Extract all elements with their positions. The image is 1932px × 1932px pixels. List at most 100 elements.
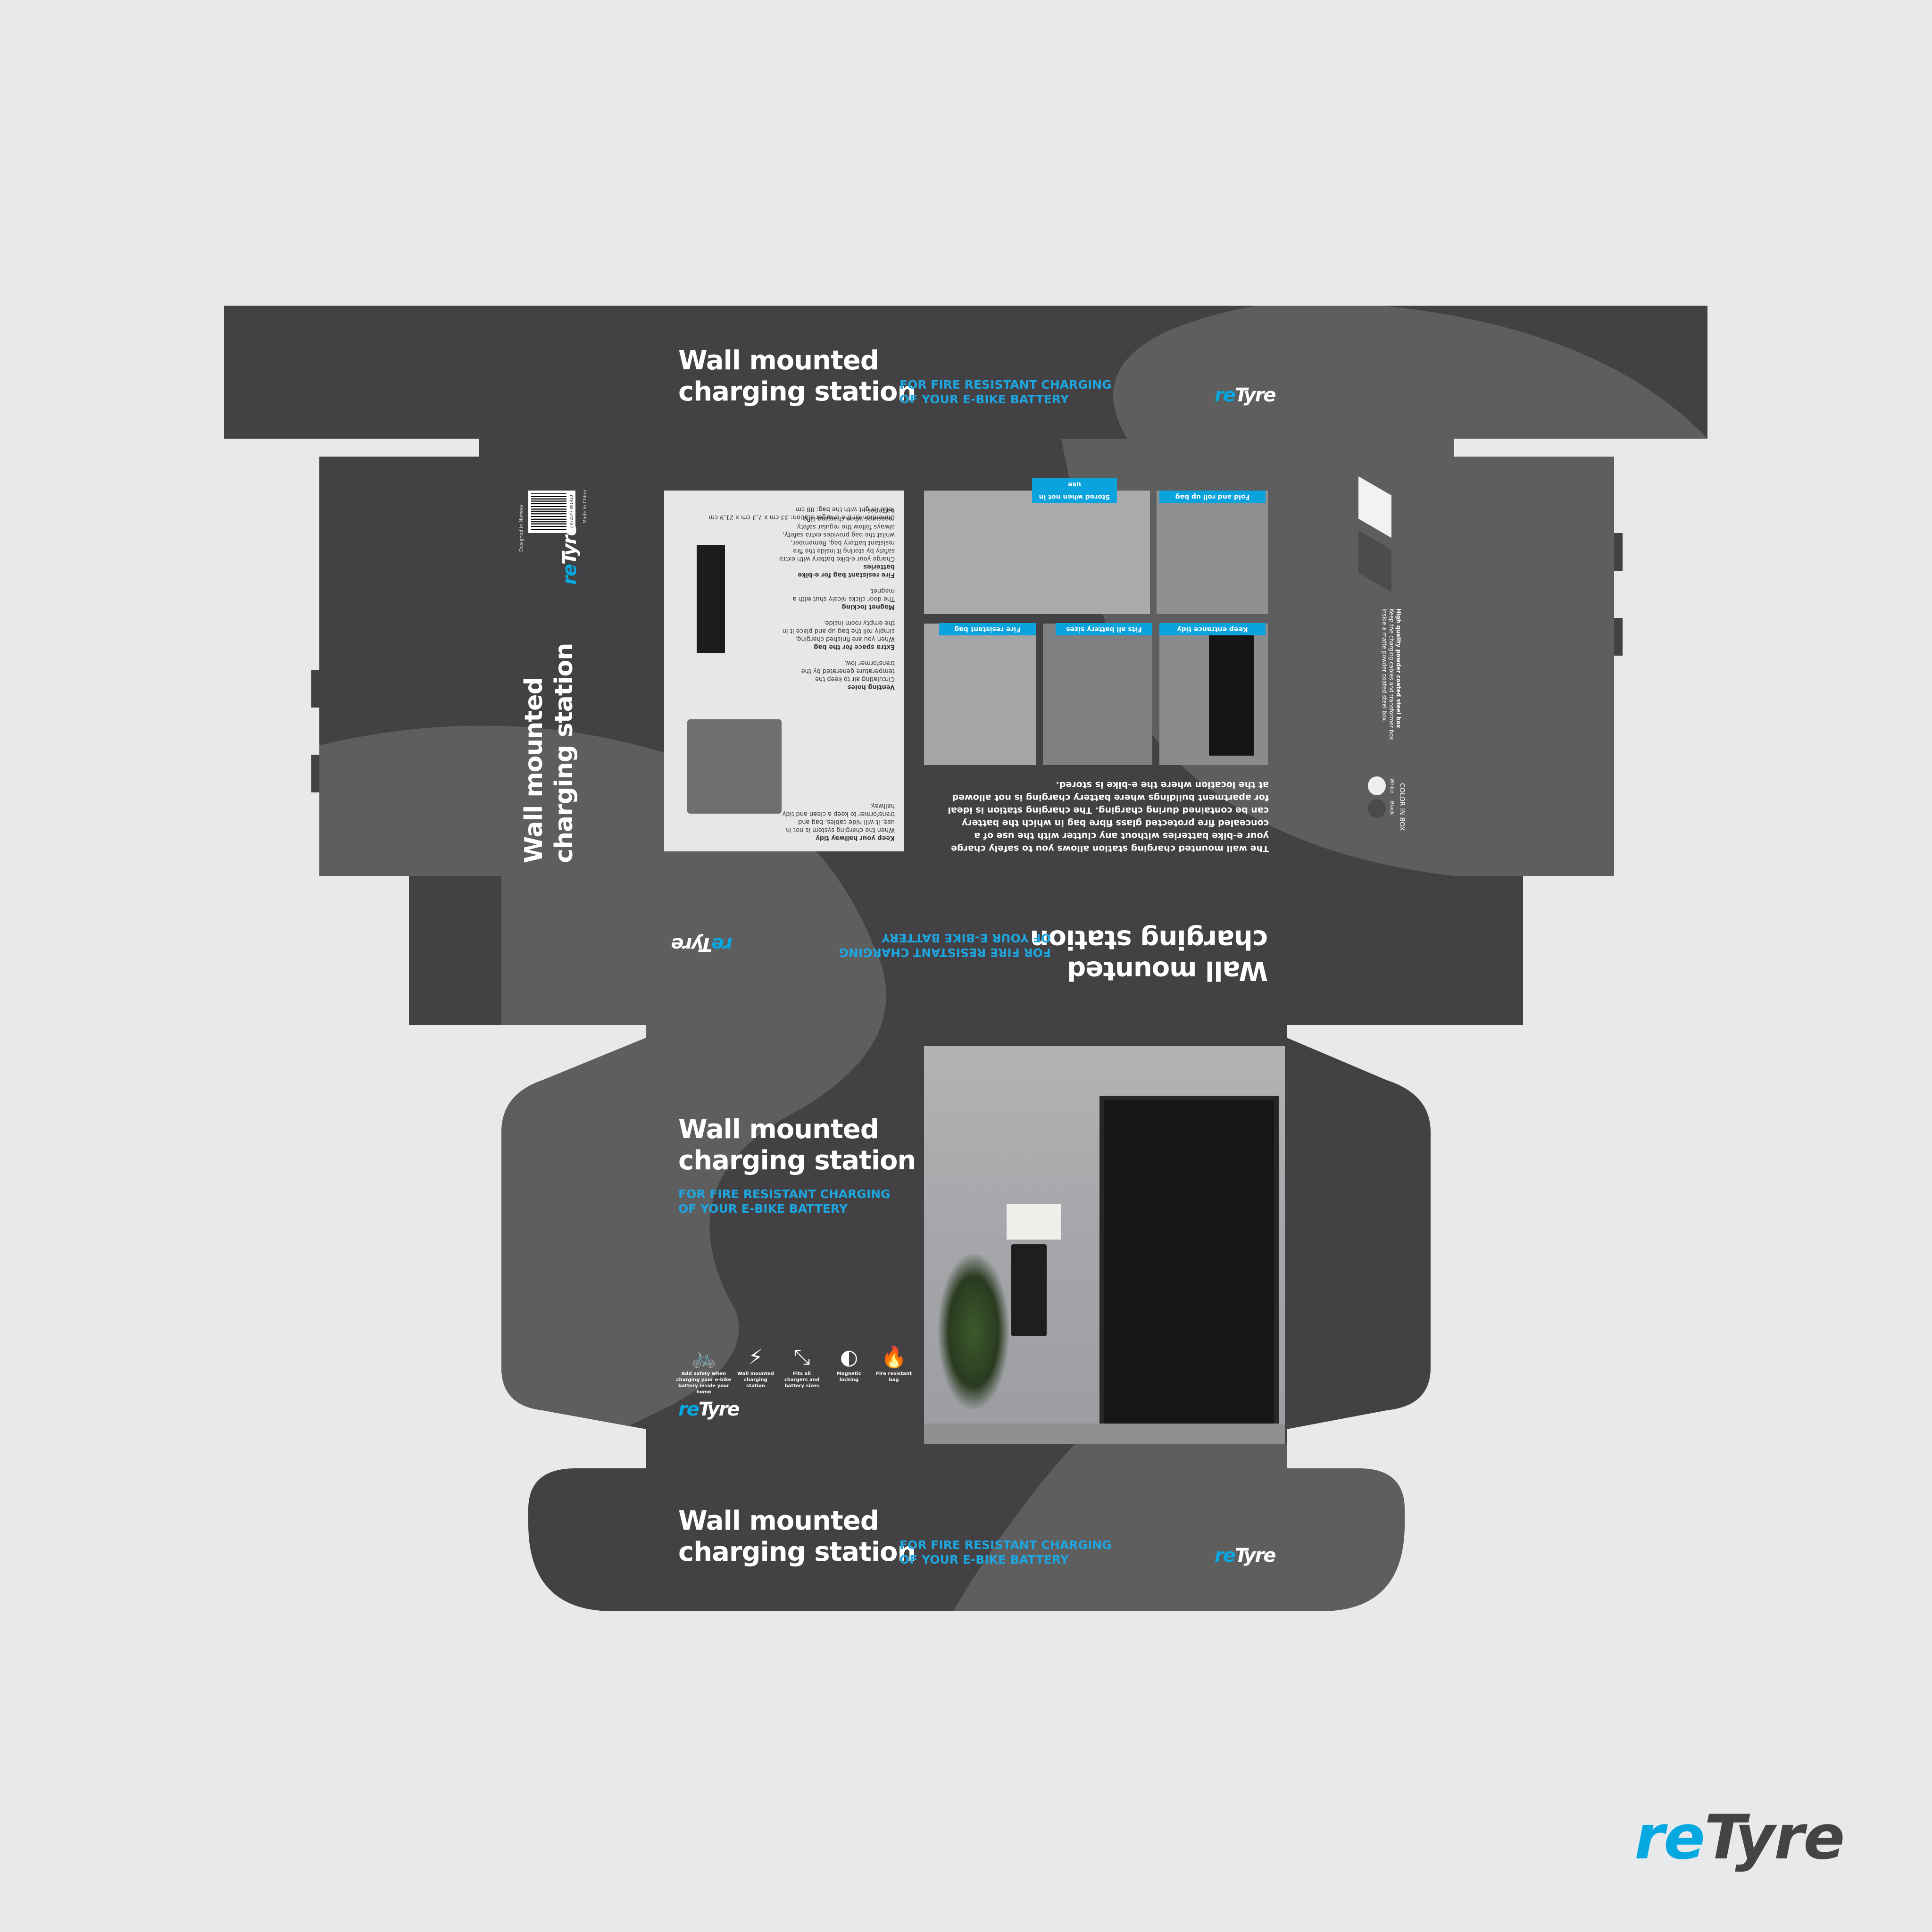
barcode-bars	[531, 493, 566, 530]
feature-fits-all: ⤡Fits all chargers and battery sizes	[781, 1344, 823, 1389]
bottom-flap-title: Wall mounted charging station	[678, 1506, 916, 1568]
logo-part2: Tyre	[1704, 1801, 1845, 1873]
side-title-line2: charging station	[550, 643, 578, 863]
feature-label: Add safety when charging your e-bike bat…	[676, 1371, 732, 1395]
title-line2: charging station	[678, 1145, 916, 1176]
fire-shield-icon: 🔥	[881, 1345, 907, 1369]
subtitle-line2: OF YOUR E-BIKE BATTERY	[678, 1202, 848, 1216]
dimensions: Dimention on the charger station: 33 cm …	[678, 505, 895, 521]
caption-fold-and-roll: Fold and roll up bag	[1159, 491, 1266, 503]
steel-box-heading: High quality powder coated steel box	[1395, 608, 1402, 728]
charger-product-image	[687, 719, 782, 814]
steel-box-info: High quality powder coated steel box Kee…	[1381, 608, 1402, 750]
white-swatch	[1368, 776, 1386, 795]
door-image	[1099, 1096, 1279, 1431]
feature-label: Wall mounted charging station	[737, 1371, 774, 1389]
logo-part1: re	[1634, 1801, 1705, 1873]
instruction-heading: Keep your hallway tidy	[816, 834, 895, 841]
caption-keep-entrance-tidy: Keep entrance tidy	[1159, 623, 1266, 635]
lower-band: Wall mounted charging station FOR FIRE R…	[672, 915, 1268, 986]
top-flap-logo: reTyre	[1215, 384, 1276, 406]
black-box-image	[1358, 530, 1391, 592]
front-title: Wall mounted charging station	[678, 1114, 916, 1176]
barcode-number: 7 072547 001423	[569, 495, 574, 529]
floor-image	[924, 1424, 1285, 1444]
barcode: 7 072547 001423	[528, 491, 575, 533]
instruction-text: When you are finished charging, simply r…	[782, 619, 895, 642]
title-line1: Wall mounted	[678, 345, 879, 376]
lower-title: Wall mounted charging station	[1031, 924, 1268, 986]
title-line2: charging station	[678, 376, 916, 407]
color-white-label: White	[1389, 778, 1395, 793]
feature-label: Fits all chargers and battery sizes	[784, 1371, 820, 1389]
color-black-label: Black	[1389, 801, 1395, 815]
subtitle-line2: OF YOUR E-BIKE BATTERY	[899, 1553, 1069, 1566]
logo-part1: re	[559, 565, 581, 585]
magnet-icon: ◐	[840, 1345, 858, 1369]
instruction-list: Venting holes Circulating air to keep th…	[777, 507, 895, 691]
subtitle-line1: FOR FIRE RESISTANT CHARGING	[678, 1187, 891, 1201]
feature-bicycle: 🚲Add safety when charging your e-bike ba…	[675, 1344, 732, 1395]
title-line1: Wall mounted	[678, 1506, 879, 1536]
caption-fits-all-battery-sizes: Fits all battery sizes	[1056, 623, 1152, 635]
logo-part1: re	[678, 1399, 700, 1420]
left-side-panel: Wall mounted charging station reTyre 7 0…	[519, 486, 590, 863]
plant-image	[938, 1254, 1009, 1409]
instruction-heading: Venting holes	[847, 683, 895, 691]
bottom-flap-logo: reTyre	[1215, 1545, 1276, 1566]
black-swatch	[1368, 799, 1386, 818]
instructions-panel: Keep your hallway tidy When the charging…	[664, 491, 904, 851]
bag-image	[697, 545, 725, 653]
photo-grid: Keep entrance tidy Fits all battery size…	[924, 478, 1268, 765]
lower-logo: reTyre	[672, 933, 733, 955]
subtitle-line1: FOR FIRE RESISTANT CHARGING	[899, 1538, 1112, 1552]
logo-part1: re	[1215, 1545, 1236, 1566]
feature-magnetic: ◐ Magnetic locking	[828, 1344, 870, 1383]
logo-part2: Tyre	[1234, 1545, 1276, 1566]
right-side-panel: High quality powder coated steel box Kee…	[1349, 476, 1406, 854]
feature-label: Fire resistant bag	[876, 1371, 912, 1382]
instruction-text: When the charging system is not in use, …	[782, 802, 895, 833]
instruction-text: The door clicks nicely shut with a magne…	[792, 587, 895, 602]
instruction-heading: Magnet locking	[841, 603, 895, 610]
title-line1: Wall mounted	[1067, 955, 1268, 986]
top-flap-title: Wall mounted charging station	[678, 345, 916, 408]
subtitle-line1: FOR FIRE RESISTANT CHARGING	[839, 946, 1051, 959]
product-description: The wall mounted charging station allows…	[948, 780, 1269, 854]
feature-fire-bag: 🔥 Fire resistant bag	[873, 1344, 915, 1383]
subtitle-line2: OF YOUR E-BIKE BATTERY	[899, 392, 1069, 406]
photo-fits-all-battery-sizes	[1043, 624, 1152, 765]
logo-part2: Tyre	[1234, 384, 1276, 406]
subtitle-line2: OF YOUR E-BIKE BATTERY	[882, 931, 1051, 945]
side-logo: reTyre	[559, 525, 581, 585]
title-line2: charging station	[678, 1537, 916, 1567]
title-line1: Wall mounted	[678, 1114, 879, 1145]
front-subtitle: FOR FIRE RESISTANT CHARGING OF YOUR E-BI…	[678, 1187, 891, 1216]
logo-part2: Tyre	[672, 933, 713, 955]
fire-bag-image	[1011, 1244, 1047, 1336]
feature-wall-mounted: ⚡ Wall mounted charging station	[737, 1344, 774, 1389]
lower-subtitle: FOR FIRE RESISTANT CHARGING OF YOUR E-BI…	[839, 931, 1051, 960]
side-title-line1: Wall mounted	[520, 677, 548, 863]
steel-box-text: Keep the charging cables and transformer…	[1381, 608, 1395, 740]
white-box-image	[1358, 476, 1391, 538]
subtitle-line1: FOR FIRE RESISTANT CHARGING	[899, 378, 1112, 391]
designed-in: Designed in Norway	[519, 504, 524, 552]
charger-box-image	[1007, 1204, 1061, 1240]
color-in-box-title: COLOR IN BOX	[1398, 783, 1406, 831]
logo-part2: Tyre	[698, 1399, 740, 1420]
feature-label: Magnetic locking	[837, 1371, 861, 1382]
instruction-text: Circulating air to keep the temperature …	[801, 659, 895, 683]
battery-bolt-icon: ⚡	[748, 1345, 763, 1369]
logo-part1: re	[712, 933, 733, 955]
title-line2: charging station	[1030, 924, 1268, 955]
made-in: Made in China	[583, 490, 588, 524]
hero-product-photo	[924, 1046, 1285, 1444]
logo-part1: re	[1215, 384, 1236, 406]
caption-fire-resistant-bag: Fire resistant bag	[939, 623, 1036, 635]
photo-stored-when-not-in-use	[924, 491, 1150, 614]
bottom-flap-subtitle: FOR FIRE RESISTANT CHARGING OF YOUR E-BI…	[899, 1538, 1112, 1567]
dimension-text: Dimention on the charger station: 33 cm …	[708, 514, 895, 521]
caption-stored-when-not-in-use: Stored when not in use	[1032, 478, 1117, 503]
brand-logo: reTyre	[1634, 1799, 1845, 1875]
